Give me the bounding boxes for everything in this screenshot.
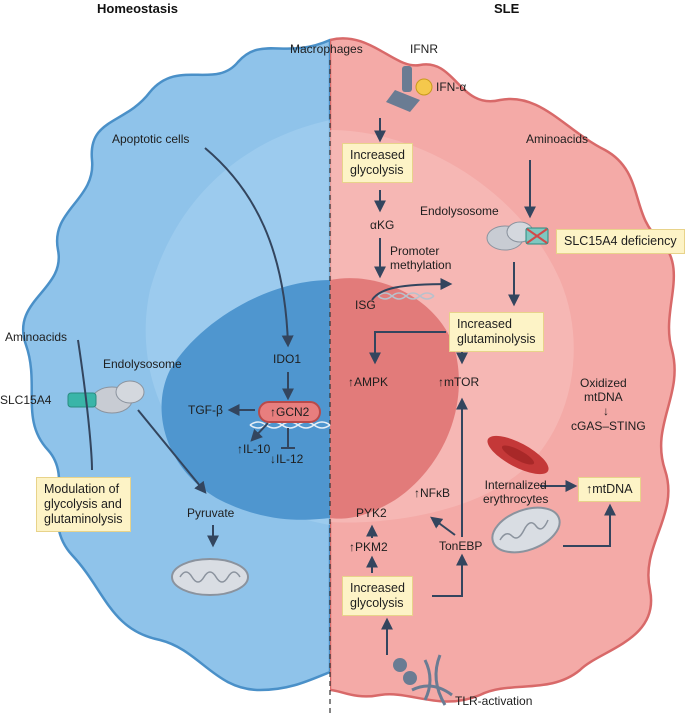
label-endolysosome-right: Endolysosome [420, 204, 499, 218]
ifnr-receptor-icon [386, 66, 433, 112]
label-tlr-activation: TLR-activation [455, 694, 533, 708]
header-sle: SLE [494, 1, 520, 16]
pathway-arrows [77, 118, 616, 655]
label-isg: ISG [355, 298, 376, 312]
label-cgas-sting: cGAS–STING [571, 419, 646, 433]
label-pkm2: ↑PKM2 [349, 540, 388, 554]
header-homeostasis: Homeostasis [97, 1, 178, 16]
box-slc15a4-deficiency: SLC15A4 deficiency [556, 229, 685, 254]
label-promoter-methylation: Promoter methylation [390, 244, 452, 272]
tlr-receptor-icon [393, 654, 453, 706]
label-oxidized-mtdna: Oxidized mtDNA [580, 376, 627, 404]
label-akg: αKG [370, 218, 395, 232]
label-il12: ↓IL-12 [270, 452, 304, 466]
erythrocyte-icon [487, 435, 549, 475]
label-tgf-beta: TGF-β [188, 403, 223, 417]
label-endolysosome-left: Endolysosome [103, 357, 182, 371]
slc15a4-transporter-icon [67, 392, 97, 408]
box-increased-glycolysis-top: Increased glycolysis [342, 143, 413, 183]
cross-icon [526, 228, 548, 244]
label-gcn2: ↑GCN2 [258, 401, 322, 423]
label-slc15a4: SLC15A4 [0, 393, 52, 407]
right-mitochondrion-icon [491, 506, 561, 554]
label-ifn-alpha: IFN-α [436, 80, 467, 94]
label-mtor: ↑mTOR [438, 375, 480, 389]
label-pyk2: PYK2 [356, 506, 387, 520]
label-internalized-erythrocytes: Internalized erythrocytes [483, 478, 549, 506]
ifn-alpha-ligand-icon [415, 78, 433, 96]
label-nfkb: ↑NFκB [414, 486, 450, 500]
label-il10: ↑IL-10 [237, 442, 271, 456]
label-ido1: IDO1 [273, 352, 302, 366]
label-ampk: ↑AMPK [348, 375, 389, 389]
label-macrophages: Macrophages [290, 42, 363, 56]
right-nucleus [330, 278, 459, 519]
left-mitochondrion-icon [171, 558, 249, 596]
label-tonebp: TonEBP [439, 539, 483, 553]
box-increased-glutaminolysis: Increased glutaminolysis [449, 312, 544, 352]
box-increased-glycolysis-bottom: Increased glycolysis [342, 576, 413, 616]
label-cgas-arrow: ↓ [603, 404, 609, 418]
left-endolysosome-icon [67, 380, 145, 414]
box-modulation: Modulation of glycolysis and glutaminoly… [36, 477, 131, 532]
label-aminoacids-right: Aminoacids [526, 132, 589, 146]
box-mtdna: ↑mtDNA [578, 477, 641, 502]
label-apoptotic-cells: Apoptotic cells [112, 132, 190, 146]
label-pyruvate: Pyruvate [187, 506, 235, 520]
dna-helix-right [377, 292, 435, 300]
right-endolysosome-icon [486, 221, 549, 251]
label-aminoacids-left: Aminoacids [5, 330, 68, 344]
label-ifnr: IFNR [410, 42, 438, 56]
